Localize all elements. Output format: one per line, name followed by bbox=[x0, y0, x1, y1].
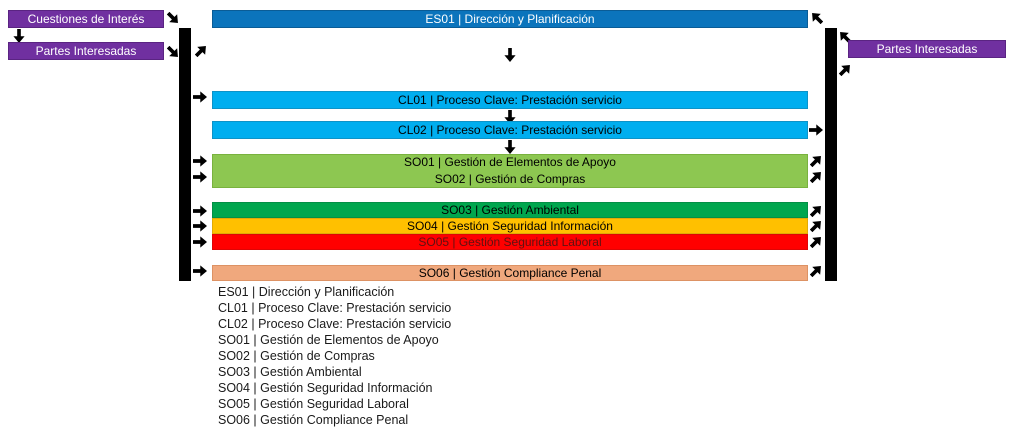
arrow-right-icon bbox=[193, 171, 207, 183]
bar-so03-gestion-ambiental: SO03 | Gestión Ambiental bbox=[212, 202, 808, 218]
arrow-right-icon bbox=[193, 265, 207, 277]
legend-item: SO01 | Gestión de Elementos de Apoyo bbox=[218, 333, 439, 347]
arrow-right-icon bbox=[193, 91, 207, 103]
arrow-down-icon bbox=[503, 48, 517, 62]
bar-so04-seguridad-informacion: SO04 | Gestión Seguridad Información bbox=[212, 218, 808, 234]
arrow-right-icon bbox=[193, 220, 207, 232]
arrow-down-right-icon bbox=[163, 8, 183, 28]
bar-cl02-proceso-clave: CL02 | Proceso Clave: Prestación servici… bbox=[212, 121, 808, 139]
legend-item: SO06 | Gestión Compliance Penal bbox=[218, 413, 409, 427]
process-legend: ES01 | Dirección y Planificación CL01 | … bbox=[218, 284, 451, 428]
legend-item: SO03 | Gestión Ambiental bbox=[218, 365, 362, 379]
arrow-up-right-icon bbox=[835, 60, 855, 80]
arrow-right-icon bbox=[193, 205, 207, 217]
legend-item: SO02 | Gestión de Compras bbox=[218, 349, 375, 363]
bar-cl01-proceso-clave: CL01 | Proceso Clave: Prestación servici… bbox=[212, 91, 808, 109]
arrow-up-right-icon bbox=[806, 167, 826, 187]
bar-so01-so02-apoyo-compras: SO01 | Gestión de Elementos de Apoyo SO0… bbox=[212, 154, 808, 188]
legend-item: CL02 | Proceso Clave: Prestación servici… bbox=[218, 317, 452, 331]
box-partes-interesadas-left: Partes Interesadas bbox=[8, 42, 164, 60]
arrow-down-icon bbox=[12, 29, 26, 43]
box-partes-interesadas-right: Partes Interesadas bbox=[848, 40, 1006, 58]
bar-so06-compliance-penal: SO06 | Gestión Compliance Penal bbox=[212, 265, 808, 281]
arrow-up-right-icon bbox=[806, 261, 826, 281]
right-connector-bar bbox=[825, 28, 837, 281]
bar-so02-label: SO02 | Gestión de Compras bbox=[434, 172, 586, 186]
arrow-up-left-icon bbox=[807, 8, 827, 28]
bar-so05-seguridad-laboral: SO05 | Gestión Seguridad Laboral bbox=[212, 234, 808, 250]
legend-item: SO04 | Gestión Seguridad Información bbox=[218, 381, 433, 395]
arrow-up-right-icon bbox=[191, 41, 211, 61]
legend-item: CL01 | Proceso Clave: Prestación servici… bbox=[218, 301, 452, 315]
arrow-up-right-icon bbox=[806, 201, 826, 221]
arrow-down-icon bbox=[503, 140, 517, 154]
arrow-up-right-icon bbox=[806, 151, 826, 171]
left-connector-bar bbox=[179, 28, 191, 281]
arrow-right-icon bbox=[193, 236, 207, 248]
arrow-right-icon bbox=[809, 124, 823, 136]
bar-so01-label: SO01 | Gestión de Elementos de Apoyo bbox=[404, 155, 616, 169]
arrow-up-right-icon bbox=[806, 232, 826, 252]
box-cuestiones-de-interes: Cuestiones de Interés bbox=[8, 10, 164, 28]
legend-item: SO05 | Gestión Seguridad Laboral bbox=[218, 397, 409, 411]
arrow-right-icon bbox=[193, 155, 207, 167]
legend-item: ES01 | Dirección y Planificación bbox=[218, 285, 395, 299]
bar-es01-direccion-planificacion: ES01 | Dirección y Planificación bbox=[212, 10, 808, 28]
arrow-up-right-icon bbox=[806, 216, 826, 236]
